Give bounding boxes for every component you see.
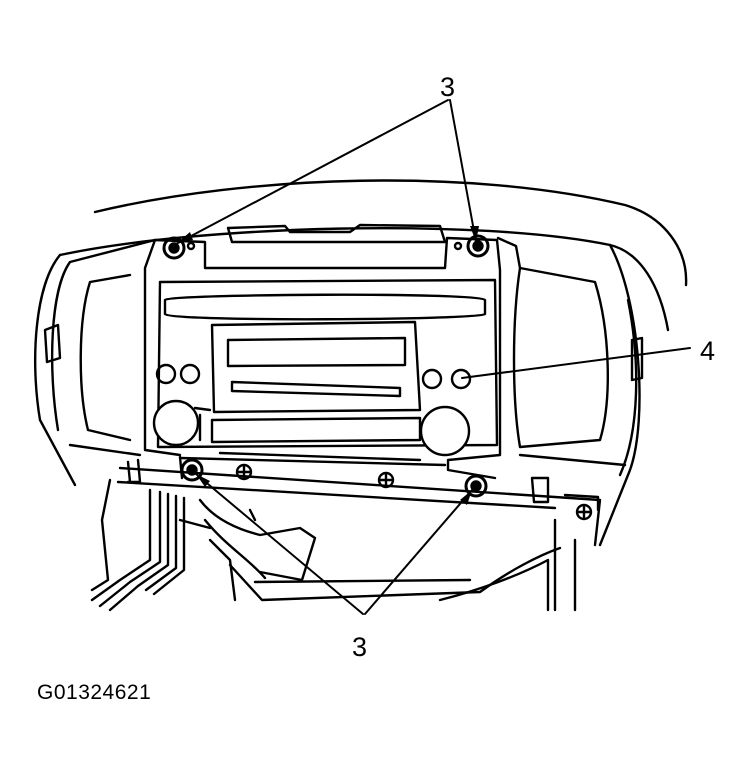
screw-top-right <box>466 234 490 258</box>
radio-bracket <box>116 223 602 547</box>
leader-arrowheads <box>176 226 479 505</box>
screw-misc <box>186 241 593 521</box>
screw-bottom-right <box>464 474 488 498</box>
leader-lines <box>175 99 691 615</box>
dashboard-top-arcs <box>58 179 688 332</box>
dash-bezel <box>34 238 644 547</box>
mounting-screws <box>162 234 593 521</box>
figure-id: G01324621 <box>37 681 152 704</box>
screw-top-left <box>162 236 186 260</box>
radio-faceplate <box>152 278 499 462</box>
callout-bottom-3: 3 <box>352 632 368 662</box>
callout-right-4: 4 <box>700 336 716 366</box>
callout-top-3: 3 <box>440 72 456 102</box>
screw-bottom-left <box>180 458 204 482</box>
wiring-harness <box>90 458 600 612</box>
